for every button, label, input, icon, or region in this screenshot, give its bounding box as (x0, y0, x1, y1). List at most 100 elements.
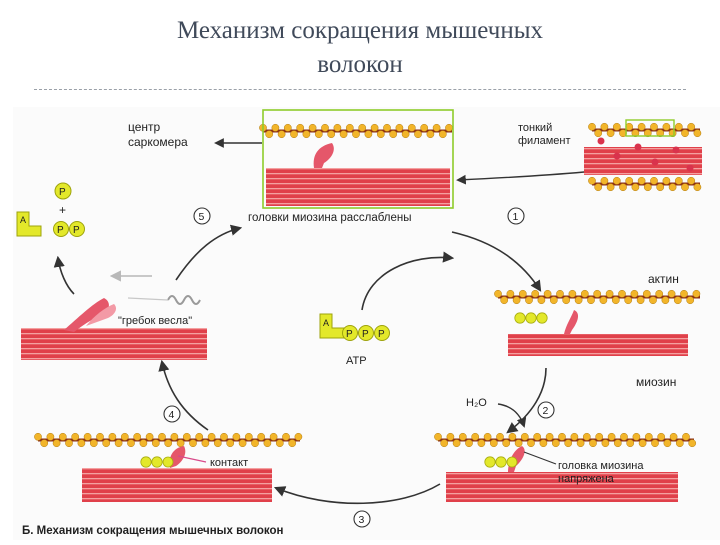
actin-bead (282, 432, 290, 441)
step-badge-3: 3 (353, 510, 371, 528)
actin-bead (46, 432, 55, 441)
actin-bead (595, 432, 604, 441)
actin-bead (290, 130, 298, 139)
actin-bead (426, 130, 435, 139)
adp-p2: P (73, 225, 80, 236)
oar-stroke-label: "гребок весла" (118, 315, 192, 327)
actin-bead (244, 432, 253, 441)
actin-bead (506, 289, 515, 298)
adp-pi-glyph: P + A P P (16, 182, 85, 237)
actin-bead (213, 439, 222, 448)
arrow-atp-binding (361, 251, 455, 311)
arrow-water (497, 403, 527, 428)
plus-label: + (59, 203, 66, 217)
actin-bead (533, 432, 542, 441)
actin-bead (446, 432, 455, 441)
actin-bead (632, 432, 641, 441)
actin-bead (370, 123, 379, 132)
cycle-diagram: A P P P P + A P P 1 2 (16, 109, 702, 537)
actin-bead (688, 439, 697, 448)
actin-bead (582, 432, 591, 441)
actin-bead (151, 439, 160, 448)
actin-bead (539, 439, 548, 448)
actin-bead (631, 183, 640, 192)
slide-title: Механизм сокращения мышечных волокон (0, 14, 720, 82)
contact-label: контакт (210, 457, 248, 469)
arrow-step-4 (158, 359, 209, 431)
pi-label: P (59, 187, 66, 198)
myosin-band-bottom-left (82, 468, 272, 502)
actin-bead (383, 123, 391, 132)
actin-bead (432, 123, 441, 132)
actin-bead (693, 183, 702, 192)
actin-bead (238, 439, 247, 448)
actin-bead (611, 296, 620, 305)
actin-bead (283, 123, 292, 132)
actin-bead (607, 432, 616, 441)
thin-filament-label-1: тонкий (518, 122, 552, 134)
actin-bead (294, 432, 303, 441)
myosin-head-contact (169, 446, 186, 468)
step-badge-5: 5 (193, 207, 211, 225)
actin-bead (232, 432, 241, 441)
actin-filament-bottom-left (34, 432, 303, 448)
actin-bead (302, 130, 311, 139)
actin-bead (612, 122, 621, 131)
atp-p2: P (362, 329, 369, 340)
myosin-head-power-stroke (64, 298, 109, 332)
bound-adp-right (514, 312, 548, 324)
actin-bead (158, 432, 166, 441)
actin-bead (663, 439, 672, 448)
actin-bead (605, 289, 614, 298)
actin-bead (675, 439, 684, 448)
actin-bead (314, 130, 323, 139)
actin-filament-inset-bottom (588, 176, 702, 192)
title-line-2: волокон (317, 51, 403, 78)
actin-bead (321, 123, 329, 132)
actin-bead (601, 439, 610, 448)
actin-bead (207, 432, 216, 441)
myosin-band-left (21, 328, 207, 360)
actin-bead (518, 289, 527, 298)
title-line-1: Механизм сокращения мышечных (176, 17, 544, 44)
head-tense-label-1: головка миозина (558, 460, 644, 472)
adp-p1: P (57, 225, 64, 236)
myosin-head-power-stroke-shadow (86, 304, 116, 326)
actin-bead (527, 439, 535, 448)
actin-bead (440, 439, 449, 448)
atp-p3: P (378, 329, 385, 340)
actin-bead (389, 130, 398, 139)
bound-adp-contact (140, 456, 174, 468)
actin-bead (618, 289, 626, 298)
arrow-step-1 (451, 231, 542, 292)
actin-bead (624, 296, 633, 305)
myosin-head-bound-actin (564, 310, 579, 334)
head-tense-label-2: напряжена (558, 473, 615, 485)
arrow-step-2 (506, 367, 547, 434)
water-label: H₂O (466, 397, 487, 409)
actin-bead (662, 122, 671, 131)
actin-bead (661, 296, 670, 305)
arrow-release-products (53, 255, 75, 295)
actin-bead (657, 432, 666, 441)
actin-bead (588, 122, 596, 131)
step-badge-1: 1 (507, 207, 525, 225)
actin-bead (277, 130, 286, 139)
actin-bead (514, 439, 523, 448)
actin-bead (589, 439, 597, 448)
cross-bridge-cycle-figure: A P P P P + A P P 1 2 (13, 107, 720, 540)
actin-bead (496, 432, 504, 441)
actin-bead (477, 439, 486, 448)
myosin-band-bottom-right (446, 472, 678, 502)
actin-bead (669, 432, 678, 441)
actin-bead (251, 439, 259, 448)
actin-bead (562, 296, 571, 305)
arrow-step-5 (175, 224, 243, 281)
actin-bead (606, 183, 615, 192)
myosin-label: миозин (636, 375, 676, 389)
actin-bead (494, 289, 502, 298)
actin-bead (489, 439, 498, 448)
actin-bead (352, 130, 360, 139)
actin-bead (600, 176, 609, 185)
actin-bead (674, 176, 683, 185)
